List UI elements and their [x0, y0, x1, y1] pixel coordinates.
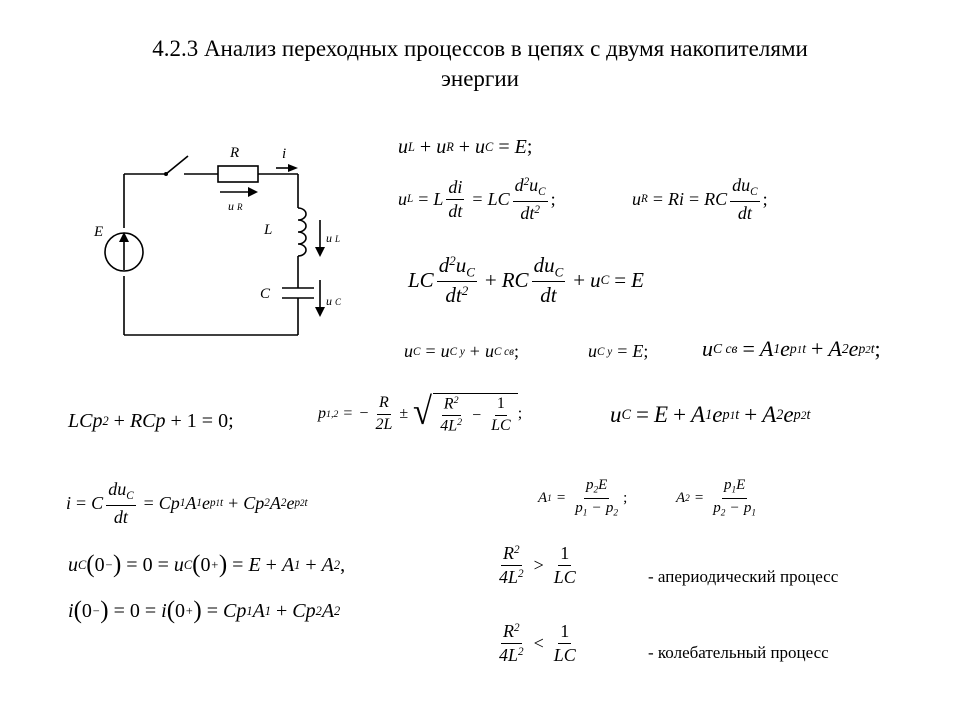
label-L: L — [263, 222, 272, 238]
source-arrowhead — [119, 232, 129, 242]
uc-arrowhead — [315, 307, 325, 317]
ul-arrowhead — [315, 247, 325, 257]
note-aperiodic: - апериодический процесс — [648, 567, 839, 586]
note-oscillatory: - колебательный процесс — [648, 643, 829, 662]
current-arrowhead — [288, 164, 298, 172]
switch-blade — [165, 155, 189, 175]
label-i: i — [282, 146, 286, 162]
title-line-2: энергии — [441, 66, 519, 91]
resistor-symbol — [217, 165, 259, 183]
label-C: C — [260, 286, 271, 302]
slide-title: 4.2.3 Анализ переходных процессов в цепя… — [0, 34, 960, 94]
switch-pivot — [164, 172, 168, 176]
label-E: E — [93, 224, 103, 240]
title-line-1: 4.2.3 Анализ переходных процессов в цепя… — [152, 36, 808, 61]
ur-arrowhead — [248, 187, 258, 197]
inductor-symbol — [297, 207, 307, 257]
label-R: R — [229, 145, 239, 161]
